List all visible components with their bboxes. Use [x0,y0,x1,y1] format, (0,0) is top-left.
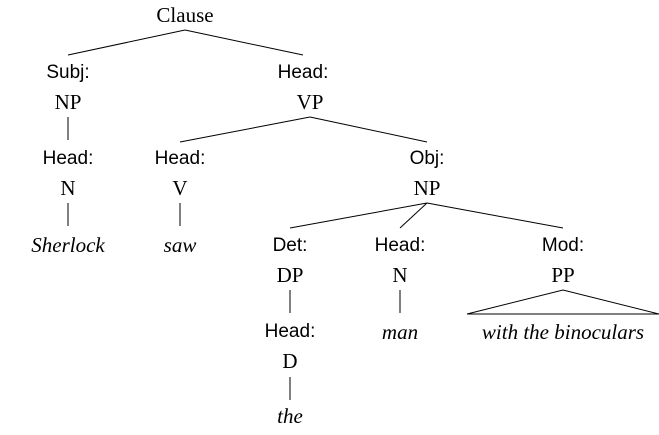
word-saw: saw [163,233,197,257]
edge-obj-head [399,202,428,229]
node-clause: Clause [156,3,214,27]
edge-vp-obj [309,116,428,143]
function-obj-head: Head: [374,235,426,256]
function-pred-head: Head: [277,62,329,83]
node-obj-n: N [392,263,408,287]
function-obj: Obj: [409,148,445,169]
node-obj-np: NP [413,176,441,200]
function-verb-head: Head: [154,148,206,169]
function-det: Det: [272,235,308,256]
pp-triangle [466,289,659,315]
function-det-head: Head: [264,321,316,342]
node-d: D [282,349,298,373]
edge-obj-mod [426,202,564,229]
function-subj: Subj: [46,62,90,83]
node-subj-n: N [60,176,76,200]
word-with-the-binoculars: with the binoculars [481,320,645,344]
word-sherlock: Sherlock [31,233,105,257]
word-the: the [277,404,303,428]
node-v: V [172,176,188,200]
edge-obj-det [289,202,428,229]
function-mod: Mod: [541,235,585,256]
function-subj-head: Head: [42,148,94,169]
edge-clause-pred [184,29,304,56]
edge-vp-verb [179,116,311,143]
node-vp: VP [296,90,324,114]
node-subj-np: NP [54,90,82,114]
node-pp: PP [551,263,575,287]
node-dp: DP [276,263,304,287]
word-man: man [381,320,419,344]
edge-clause-subj [67,29,186,56]
